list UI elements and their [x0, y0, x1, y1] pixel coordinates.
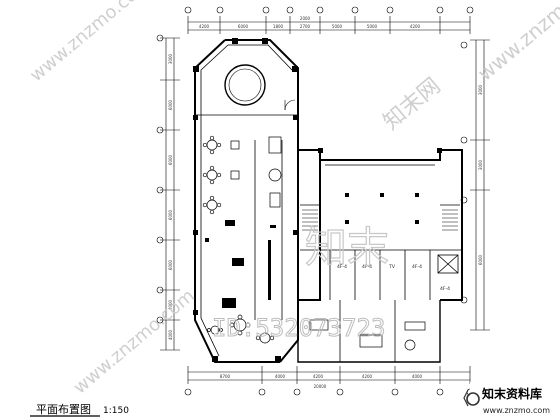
room-label-4: 4F-4: [412, 264, 422, 270]
office-block: [297, 300, 441, 363]
bottom-total-dimension: 20000: [314, 384, 327, 389]
stairs: [302, 209, 458, 231]
bottom-dim-2: 4000: [275, 374, 286, 379]
top-dim-5: 5000: [332, 24, 343, 29]
drawing-title-block: 平面布置图 1:150: [30, 403, 129, 417]
corner-logo: 知末资料库 www.znzmo.com: [463, 382, 560, 420]
left-dim-2: 6000: [168, 99, 173, 110]
logo-mark-icon: [466, 392, 480, 406]
watermark-url-top-right: www.znzmo.com: [473, 0, 560, 86]
left-dim-1: 3000: [168, 53, 173, 64]
left-dimension-chain: [160, 37, 180, 351]
corner-logo-title: 知末资料库: [481, 386, 542, 401]
watermark-url-bottom-left: www.znzmo.com: [70, 285, 199, 398]
drawing-title: 平面布置图: [36, 403, 91, 416]
left-axis-markers: [156, 34, 164, 324]
top-dim-2: 6000: [238, 24, 249, 29]
door-swing: [284, 99, 296, 111]
office-furniture: [309, 319, 426, 351]
right-wing-inner-walls: [300, 164, 462, 300]
lobby-columns: [318, 148, 442, 224]
watermark-layer: www.znzmo.com www.znzmo.com www.znzmo.co…: [26, 0, 560, 398]
top-axis-markers: [184, 6, 474, 14]
elevator-box: [437, 254, 459, 274]
top-dim-4: 2700: [300, 24, 311, 29]
top-total-dimension: 2000: [300, 16, 311, 21]
room-label-1: 4F-4: [337, 264, 347, 270]
room-labels: 4F-4 4F-4 TV 4F-4 4F-4: [337, 264, 450, 292]
room-label-2: 4F-4: [362, 264, 372, 270]
hall-columns: [193, 38, 298, 362]
drawing-scale: 1:150: [103, 406, 129, 416]
left-dim-5: 6000: [168, 259, 173, 270]
left-dim-3: 6000: [168, 154, 173, 165]
bottom-dimension-chain: [187, 366, 471, 384]
corner-logo-url: www.znzmo.com: [483, 406, 550, 415]
right-dim-2: 3000: [478, 159, 483, 170]
watermark-brand-small: 知末网: [379, 74, 446, 136]
round-stage: [224, 64, 266, 106]
top-dim-7: 4200: [410, 24, 421, 29]
left-wing-inner-walls: [195, 44, 298, 357]
right-dimension-chain: [470, 39, 490, 331]
bottom-dim-5: 4000: [412, 374, 423, 379]
room-label-3: TV: [388, 264, 396, 270]
watermark-brand-large: 知末: [305, 223, 389, 272]
lounge-furniture: [205, 220, 276, 308]
left-dim-6: 4000: [168, 299, 173, 310]
dining-tables: [202, 135, 282, 344]
top-dim-1: 4200: [199, 24, 210, 29]
top-dim-6: 5000: [367, 24, 378, 29]
bottom-dim-4: 4200: [362, 374, 373, 379]
top-dim-3: 1800: [273, 24, 284, 29]
watermark-id: ID:532073723: [212, 314, 385, 342]
top-segment-labels: 4200 6000 1800 2700 5000 5000 4200: [199, 24, 421, 29]
bottom-dim-1: 8700: [220, 374, 231, 379]
bottom-dim-3: 4200: [313, 374, 324, 379]
room-label-5: 4F-4: [440, 286, 450, 292]
bottom-segment-labels: 8700 4000 4200 4200 4000: [220, 374, 423, 379]
watermark-url-top-left: www.znzmo.com: [26, 0, 155, 86]
bottom-axis-markers: [184, 388, 474, 396]
left-dim-7: 4000: [168, 329, 173, 340]
top-dimension-chain: [187, 16, 471, 34]
right-dim-3: 6000: [478, 254, 483, 265]
right-dim-1: 3000: [478, 84, 483, 95]
left-segment-labels: 3000 6000 6000 6000 6000 4000 4000: [168, 53, 173, 340]
right-segment-labels: 3000 3000 6000: [478, 84, 483, 265]
left-dim-4: 6000: [168, 209, 173, 220]
